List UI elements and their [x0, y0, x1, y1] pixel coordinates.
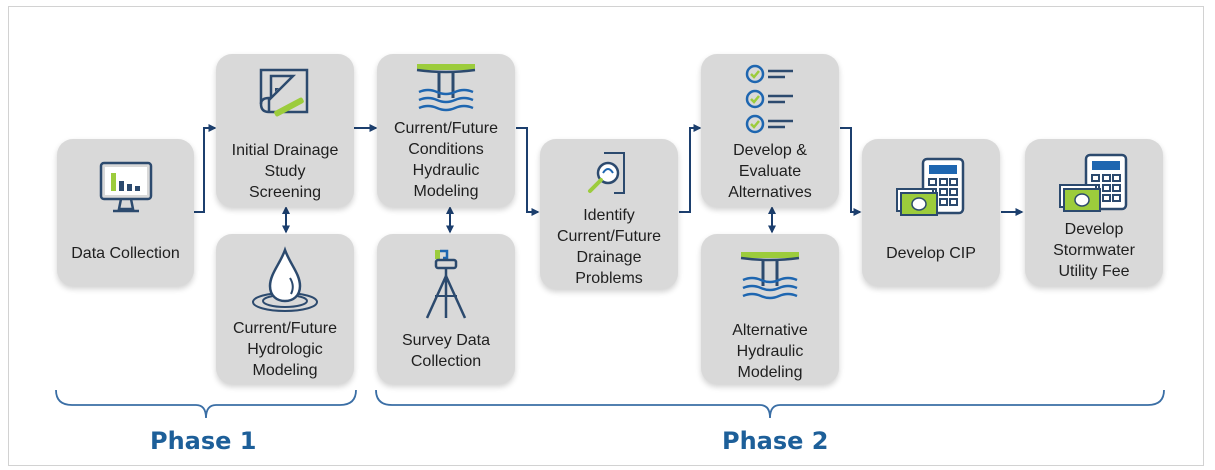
phase1-label: Phase 1: [150, 427, 257, 455]
step-develop-alternatives: Develop & Evaluate Alternatives: [701, 54, 839, 207]
step-stormwater-utility-fee: Develop Stormwater Utility Fee: [1025, 139, 1163, 286]
diagram-frame: [8, 6, 1204, 466]
calculator-money-icon: [1059, 153, 1128, 212]
step-identify-problems: Identify Current/Future Drainage Problem…: [540, 139, 678, 289]
step-label: Develop & Evaluate Alternatives: [728, 142, 812, 201]
step-label: Data Collection: [71, 245, 180, 262]
step-hydraulic-modeling: Current/Future Conditions Hydraulic Mode…: [377, 54, 515, 207]
step-hydrologic-modeling: Current/Future Hydrologic Modeling: [216, 234, 354, 384]
survey-tripod-icon: [425, 249, 467, 319]
bridge-water-icon: [740, 252, 800, 300]
step-survey-data-collection: Survey Data Collection: [377, 234, 515, 384]
phase1-bracket: [55, 389, 357, 419]
step-label: Current/Future Hydrologic Modeling: [232, 320, 338, 379]
computer-monitor-bar-chart-icon: [99, 161, 152, 213]
connector-identify-to-alternatives: [679, 124, 702, 213]
step-label: Alternative Hydraulic Modeling: [732, 322, 808, 381]
connector-data-to-screening: [193, 124, 217, 213]
step-label: Develop Stormwater Utility Fee: [1053, 221, 1135, 280]
blueprint-ruler-pencil-icon: [259, 68, 309, 117]
phase2-label: Phase 2: [722, 427, 829, 455]
step-initial-drainage-screening: Initial Drainage Study Screening: [216, 54, 354, 207]
step-alternative-hydraulic-modeling: Alternative Hydraulic Modeling: [701, 234, 839, 384]
connector-alternatives-to-cip: [840, 127, 862, 216]
step-label: Current/Future Conditions Hydraulic Mode…: [393, 120, 499, 200]
calculator-money-icon: [896, 157, 965, 216]
phase2-bracket: [375, 389, 1165, 419]
checklist-icon: [745, 64, 793, 134]
connector-hydraulic-to-identify: [516, 127, 540, 216]
step-label: Develop CIP: [886, 245, 976, 262]
bridge-water-icon: [416, 64, 476, 112]
water-drop-ripple-icon: [252, 246, 318, 312]
magnifier-search-icon: [588, 152, 625, 194]
step-label: Survey Data Collection: [401, 332, 491, 370]
step-develop-cip: Develop CIP: [862, 139, 1000, 286]
step-label: Initial Drainage Study Screening: [231, 142, 339, 201]
step-label: Identify Current/Future Drainage Problem…: [556, 207, 662, 287]
step-data-collection: Data Collection: [57, 139, 194, 286]
